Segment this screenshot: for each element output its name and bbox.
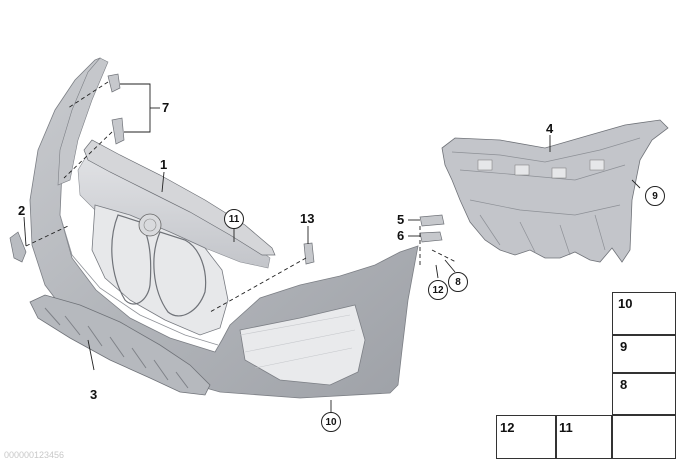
callout-13: 13 — [300, 211, 315, 226]
legend-box-11 — [556, 415, 612, 459]
legend-label-11: 11 — [559, 420, 573, 435]
legend-label-12: 12 — [500, 420, 515, 435]
legend-box-12 — [496, 415, 556, 459]
dashed-leaders — [25, 81, 457, 313]
circled-callout-9: 9 — [645, 186, 665, 206]
legend-box-8 — [612, 373, 676, 415]
legend-box-10 — [612, 292, 676, 335]
callout-4: 4 — [546, 121, 554, 136]
bumper-carrier — [441, 119, 669, 263]
legend-label-8: 8 — [620, 377, 628, 392]
callout-6: 6 — [397, 228, 405, 243]
circled-callout-11: 11 — [224, 209, 244, 229]
callout-3: 3 — [90, 387, 98, 402]
leader-lines — [23, 83, 641, 412]
legend-label-9: 9 — [620, 339, 628, 354]
callout-5: 5 — [397, 212, 405, 227]
circled-callout-12: 12 — [428, 280, 448, 300]
reflector-part — [9, 231, 27, 263]
legend-label-10: 10 — [618, 296, 633, 311]
callout-1: 1 — [160, 157, 168, 172]
legend-box-9 — [612, 335, 676, 373]
callout-7: 7 — [162, 100, 170, 115]
legend-box-arrow — [612, 415, 676, 459]
clip-parts — [303, 214, 445, 265]
bracket-parts — [107, 73, 125, 145]
callout-2: 2 — [18, 203, 26, 218]
circled-callout-8: 8 — [448, 272, 468, 292]
watermark-text: 000000123456 — [4, 450, 65, 460]
circled-callout-10: 10 — [321, 412, 341, 432]
lower-trim-strip — [29, 294, 211, 396]
